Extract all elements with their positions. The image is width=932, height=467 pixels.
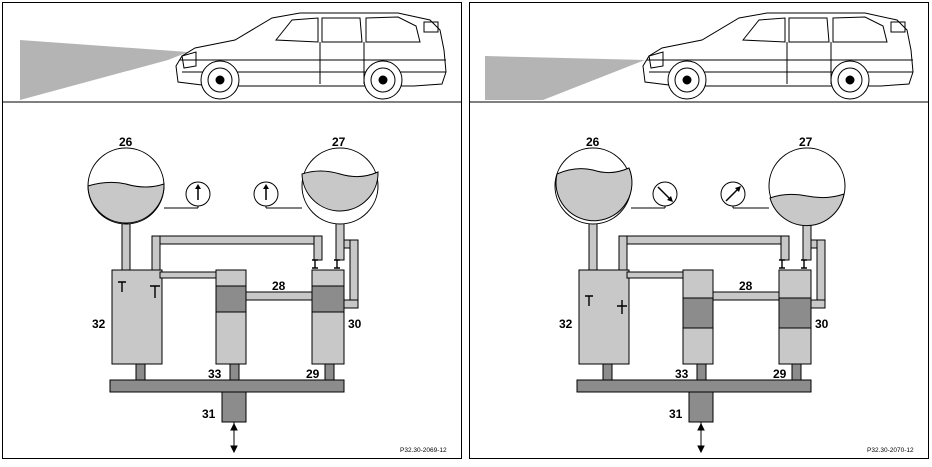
label-33: 33: [675, 367, 689, 381]
sphere-right: [301, 147, 379, 225]
label-26: 26: [119, 135, 133, 149]
label-27: 27: [332, 135, 346, 149]
cylinder-middle: [215, 269, 247, 365]
piston-right: [311, 285, 345, 313]
gauge-left: [164, 181, 211, 209]
headlight-beam: [20, 40, 188, 100]
headlight-beam: [485, 56, 645, 100]
valve-symbols: [118, 259, 340, 298]
label-30: 30: [348, 317, 362, 331]
hydraulic-lines: [121, 219, 359, 309]
valve-block: [578, 269, 630, 365]
label-28: 28: [739, 279, 753, 293]
hydraulic-lines: [588, 219, 826, 309]
sphere-left: [554, 147, 633, 225]
reference-code: P32.30-2070-12: [867, 447, 914, 454]
label-26: 26: [586, 135, 600, 149]
gauge-right: [253, 181, 302, 209]
inlet-arrow: [697, 422, 705, 454]
piston-right: [778, 297, 812, 329]
label-32: 32: [92, 317, 106, 331]
diagram-left-svg: 26 27 28 29 30 31 32 33 P32.30-2069-12: [2, 2, 462, 459]
diagram-right-svg: 26 27 28 29 30 31 32 33 P32.30-2070-12: [469, 2, 929, 459]
car-illustration: [642, 12, 914, 100]
label-27: 27: [799, 135, 813, 149]
car-illustration: [175, 12, 447, 100]
piston-middle: [215, 285, 247, 313]
gauge-left: [631, 181, 678, 209]
label-32: 32: [559, 317, 573, 331]
label-29: 29: [306, 367, 320, 381]
label-31: 31: [669, 407, 683, 421]
cylinder-right: [311, 269, 345, 365]
label-30: 30: [815, 317, 829, 331]
gauge-right: [720, 181, 769, 209]
diagram-panel-right: 26 27 28 29 30 31 32 33 P32.30-2070-12: [467, 0, 932, 467]
label-33: 33: [208, 367, 222, 381]
label-28: 28: [272, 279, 286, 293]
label-31: 31: [202, 407, 216, 421]
label-29: 29: [773, 367, 787, 381]
diagram-panel-left: 26 27 28 29 30 31 32 33 P32.30-2069-12: [0, 0, 465, 467]
piston-middle: [682, 297, 714, 329]
reference-code: P32.30-2069-12: [400, 447, 447, 454]
valve-symbols: [585, 259, 807, 314]
sphere-right: [768, 147, 846, 227]
sphere-left: [87, 147, 165, 225]
valve-block: [111, 269, 163, 365]
inlet-arrow: [230, 422, 238, 454]
